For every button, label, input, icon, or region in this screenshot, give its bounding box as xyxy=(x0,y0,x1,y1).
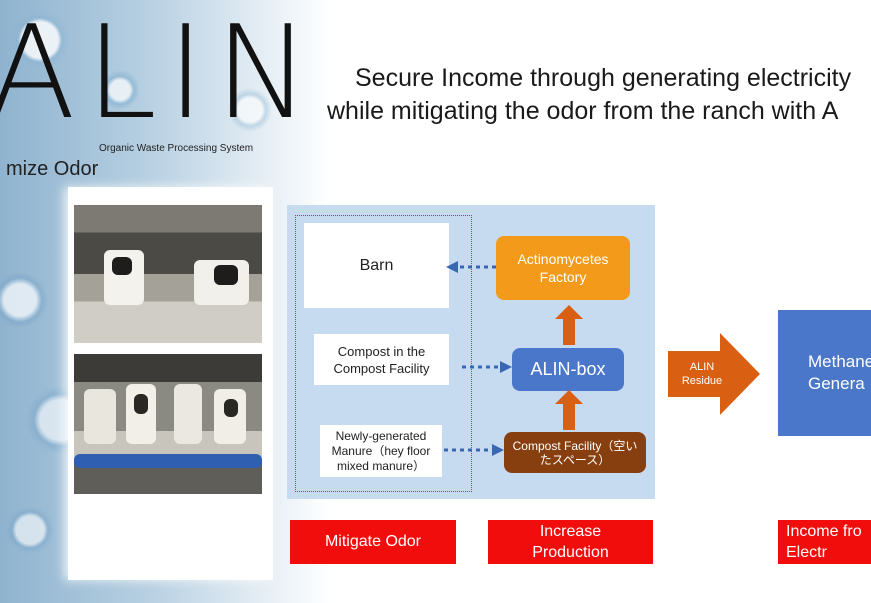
actinomycetes-factory-box: Actinomycetes Factory xyxy=(496,236,630,300)
alin-box: ALIN-box xyxy=(512,348,624,391)
headline: Secure Income through generating electri… xyxy=(327,62,871,128)
dotted-arrow-to-barn-icon xyxy=(446,261,496,273)
odor-sources-frame xyxy=(295,215,472,492)
photo-panel xyxy=(68,187,273,580)
new-manure-box: Newly-generated Manure（hey floor mixed m… xyxy=(320,425,442,477)
headline-line-2: while mitigating the odor from the ranch… xyxy=(327,97,839,125)
mitigate-odor-label: Mitigate Odor xyxy=(290,520,456,564)
up-arrow-icon xyxy=(555,305,583,345)
increase-production-label: Increase Production xyxy=(488,520,653,564)
residue-label: ALIN Residue xyxy=(681,361,723,387)
compost-in-facility-box: Compost in the Compost Facility xyxy=(314,334,449,385)
barn-box: Barn xyxy=(304,223,449,308)
section-title: mize Odor xyxy=(6,158,99,180)
dotted-arrow-to-alinbox-icon xyxy=(462,361,512,373)
income-label: Income fro Electr xyxy=(778,520,871,564)
logo-subtitle: Organic Waste Processing System xyxy=(99,143,254,154)
dotted-arrow-to-compost-icon xyxy=(444,444,504,456)
methane-generation-box: Methane Genera xyxy=(778,310,871,436)
alin-logo: ALIN xyxy=(0,0,321,148)
milking-cows-photo xyxy=(74,354,262,494)
compost-facility-box: Compost Facility（空いたスペース） xyxy=(504,432,646,473)
headline-line-1: Secure Income through generating electri… xyxy=(355,64,852,92)
barn-cows-photo xyxy=(74,205,262,343)
up-arrow-icon xyxy=(555,390,583,430)
residue-arrow-icon xyxy=(668,333,760,415)
